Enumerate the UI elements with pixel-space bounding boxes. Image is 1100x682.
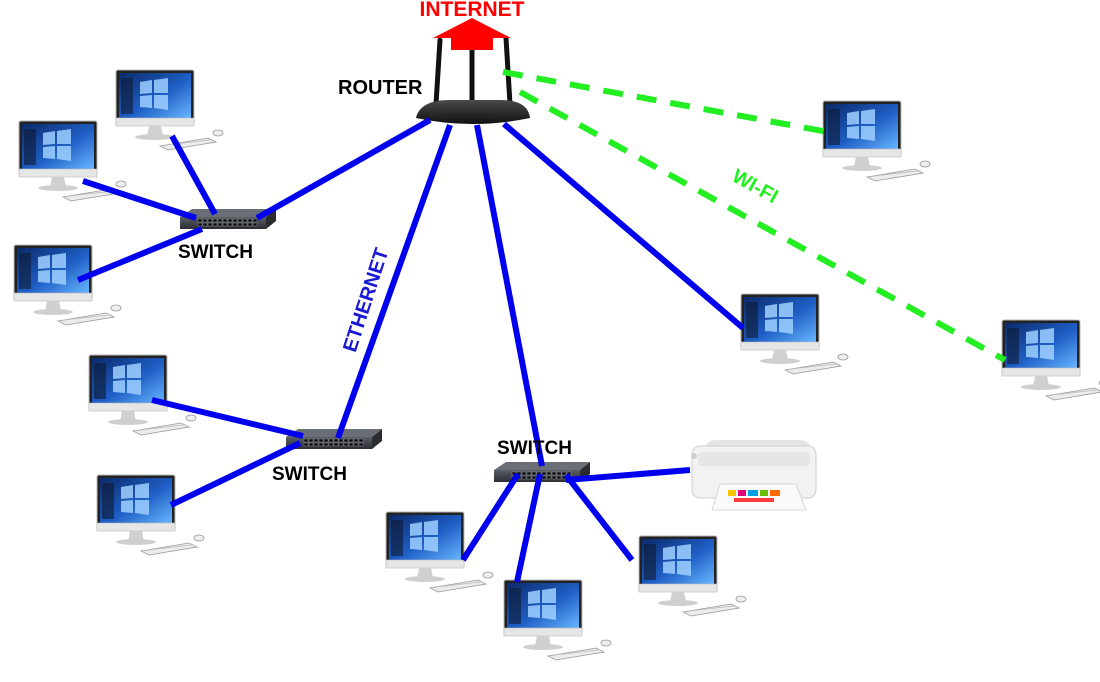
- switch-bottom-label: SWITCH: [497, 438, 572, 459]
- printer-icon: [691, 440, 817, 511]
- computer-icon: [503, 579, 612, 661]
- cable-switch-computer: [169, 440, 302, 508]
- computer-icon: [638, 535, 747, 617]
- wifi-link-computer: [502, 69, 829, 135]
- wifi-link-computer: [518, 89, 1007, 363]
- cable-switch-computer: [76, 226, 204, 283]
- cable-switch-computer: [514, 473, 543, 583]
- router-icon: [416, 35, 530, 124]
- computer-icon: [13, 244, 122, 326]
- computer-icon: [1001, 319, 1100, 401]
- cable-switch-computer: [563, 473, 635, 562]
- computer-icon: [740, 293, 849, 375]
- cable-switch-computer: [151, 397, 304, 439]
- wifi-label: WI-FI: [728, 165, 781, 208]
- cable-router-computer: [502, 121, 745, 331]
- internet-label: INTERNET: [420, 0, 525, 21]
- router-label: ROUTER: [338, 77, 423, 99]
- cable-router-switch-left-bottom: [335, 123, 453, 440]
- switch-left-bottom-label: SWITCH: [272, 464, 347, 485]
- cable-switch-computer: [169, 134, 218, 216]
- computer-icon: [115, 69, 224, 151]
- wifi-links: [502, 69, 1007, 363]
- cable-switch-printer: [565, 467, 691, 483]
- computer-icon: [88, 354, 197, 436]
- computer-icon: [822, 100, 931, 182]
- cable-switch-computer: [460, 472, 521, 562]
- cable-router-switch-left-top: [255, 117, 432, 221]
- computer-icon: [96, 474, 205, 556]
- cable-router-switch-bottom: [474, 124, 545, 467]
- switch-left-top-label: SWITCH: [178, 242, 253, 263]
- cable-switch-computer: [82, 178, 197, 221]
- ethernet-cables: [76, 117, 745, 583]
- up-arrow-icon: [433, 18, 511, 50]
- computer-icon: [385, 511, 494, 593]
